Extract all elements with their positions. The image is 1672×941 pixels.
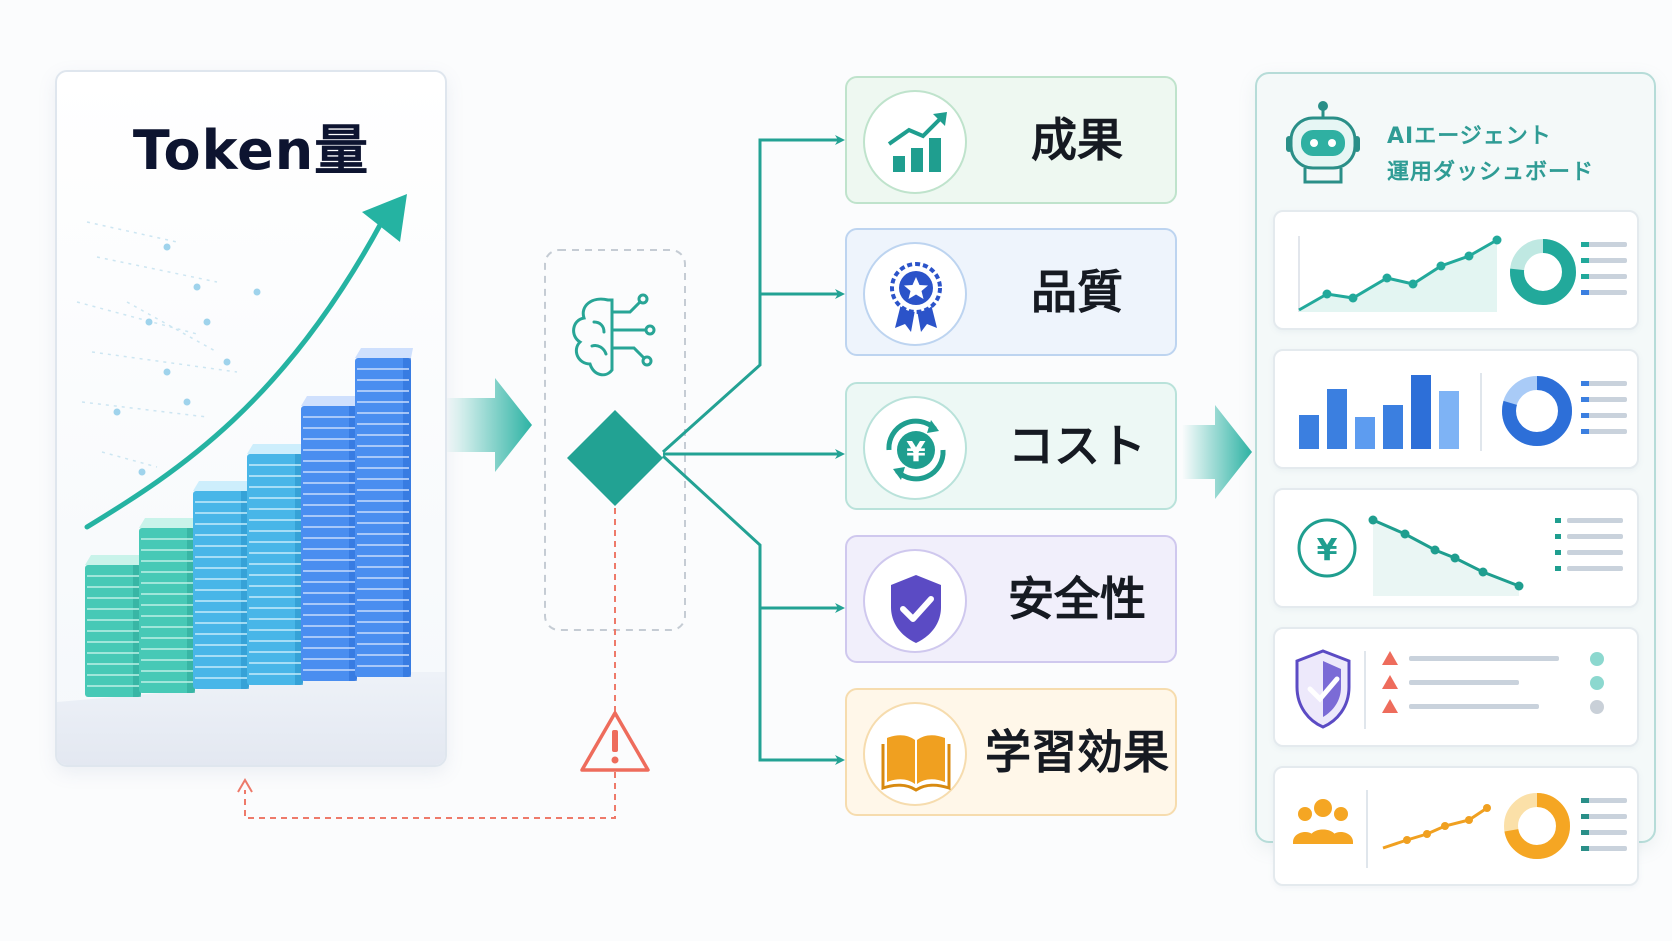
token-bar-stack-chart <box>57 194 445 765</box>
svg-text:¥: ¥ <box>906 435 926 468</box>
feedback-line <box>244 508 616 819</box>
token-bar-2 <box>139 518 197 693</box>
brain-circuit-icon <box>572 293 656 377</box>
feedback-arrowhead <box>237 778 253 793</box>
dashboard-panel-performance[interactable] <box>1273 210 1639 330</box>
token-panel: Token量 <box>55 70 447 767</box>
data-particles <box>76 221 261 476</box>
dashboard-title-line1: AIエージェント <box>1387 124 1552 149</box>
operations-dashboard: AIエージェント 運用ダッシュボード <box>1255 72 1656 886</box>
token-title: Token量 <box>132 119 370 182</box>
output-arrow <box>1182 405 1252 499</box>
people-icon <box>1293 799 1353 844</box>
token-bar-5 <box>301 396 359 681</box>
shield-check-icon <box>863 549 967 653</box>
token-bar-3 <box>193 481 251 689</box>
yen-coin-icon: ¥ <box>1297 518 1357 578</box>
quality-badge-icon <box>863 242 967 346</box>
outcome-card-2[interactable]: 品質 <box>845 228 1177 356</box>
dashboard-panel-quality[interactable] <box>1273 349 1639 469</box>
token-bar-1 <box>85 555 143 697</box>
token-bar-6 <box>355 348 413 677</box>
branch-line-1 <box>661 135 845 454</box>
outcome-label: 品質 <box>1031 265 1123 319</box>
dashboard-panel-safety[interactable] <box>1273 627 1639 747</box>
robot-icon <box>1286 101 1360 184</box>
branch-line-4 <box>661 454 845 765</box>
input-arrow <box>445 378 532 472</box>
svg-text:¥: ¥ <box>1317 533 1338 568</box>
open-book-icon <box>863 702 967 806</box>
trend-arrow <box>84 209 390 530</box>
dashboard-panel-cost[interactable]: ¥ <box>1273 488 1639 608</box>
outcome-label: コスト <box>1008 419 1146 473</box>
outcome-label: 成果 <box>1031 113 1123 167</box>
trend-arrowhead <box>362 194 407 242</box>
outcome-label: 安全性 <box>1008 572 1146 626</box>
outcome-card-1[interactable]: 成果 <box>845 76 1177 204</box>
outcome-label: 学習効果 <box>985 725 1169 779</box>
shield-check-icon <box>1295 649 1351 729</box>
decision-diamond <box>567 410 663 506</box>
dashboard-title-line2: 運用ダッシュボード <box>1387 160 1595 185</box>
yen-coin-icon: ¥ <box>863 396 967 500</box>
growth-chart-icon <box>863 90 967 194</box>
warning-triangle-icon <box>580 711 650 772</box>
outcome-card-5[interactable]: 学習効果 <box>845 688 1177 816</box>
outcome-card-3[interactable]: ¥ コスト <box>845 382 1177 510</box>
outcome-card-4[interactable]: 安全性 <box>845 535 1177 663</box>
dashboard-panel-learning[interactable] <box>1273 766 1639 886</box>
token-bar-4 <box>247 444 305 685</box>
